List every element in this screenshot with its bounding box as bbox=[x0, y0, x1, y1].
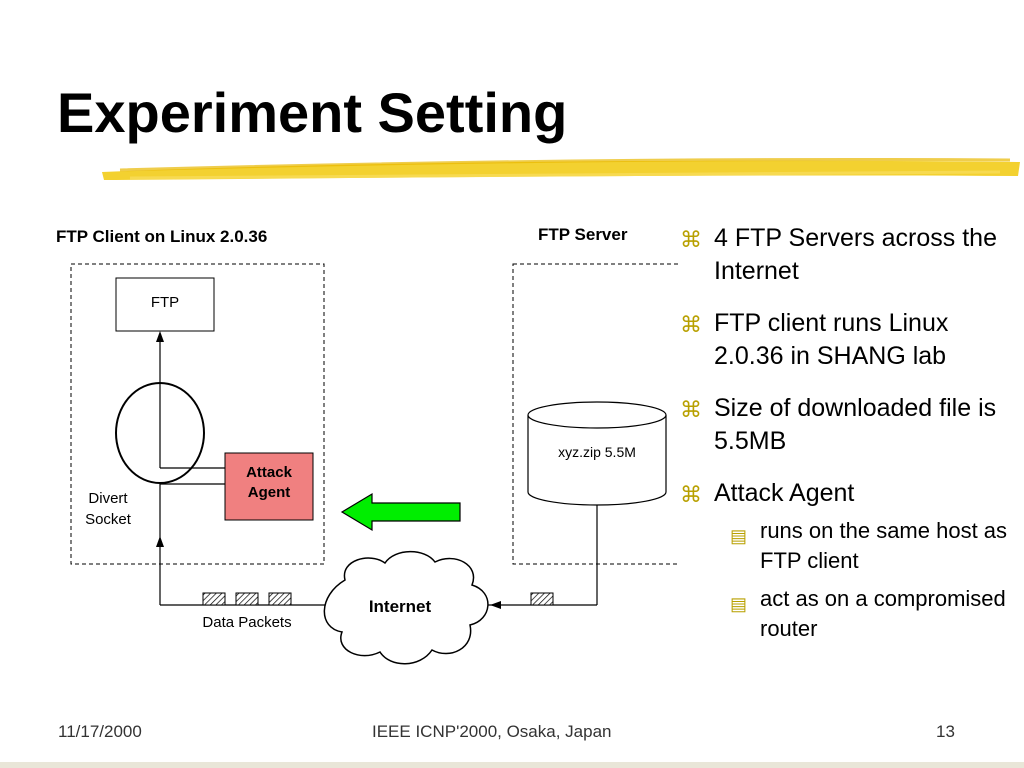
data-packet bbox=[530, 592, 554, 606]
bullet-item: ⌘ FTP client runs Linux 2.0.36 in SHANG l… bbox=[680, 307, 1020, 373]
attack-agent-label-1: Attack bbox=[246, 464, 293, 481]
bullet-icon: ⌘ bbox=[680, 227, 702, 252]
internet-cloud bbox=[323, 550, 489, 665]
server-label: FTP Server bbox=[538, 225, 628, 244]
bullet-icon: ⌘ bbox=[680, 397, 702, 422]
sub-bullet-item: ▤ act as on a compromised router bbox=[714, 584, 1020, 644]
data-packets-label: Data Packets bbox=[202, 614, 291, 631]
divert-label-1: Divert bbox=[88, 490, 128, 507]
bottom-bar bbox=[0, 762, 1024, 768]
file-label: xyz.zip 5.5M bbox=[558, 444, 636, 460]
divert-label-2: Socket bbox=[85, 511, 132, 528]
server-host-box bbox=[512, 263, 680, 565]
attack-agent-label-2: Agent bbox=[248, 484, 291, 501]
notepad-icon: ▤ bbox=[730, 594, 748, 614]
attack-direction-arrow bbox=[340, 492, 461, 532]
data-packet bbox=[202, 592, 226, 606]
sub-bullet-list: ▤ runs on the same host as FTP client ▤ ac… bbox=[714, 516, 1020, 644]
bullet-item: ⌘ Size of downloaded file is 5.5MB bbox=[680, 392, 1020, 458]
attack-agent-box bbox=[224, 452, 314, 521]
arrowhead-internet bbox=[490, 601, 501, 609]
data-packet bbox=[235, 592, 259, 606]
slide-title: Experiment Setting bbox=[57, 81, 568, 144]
client-host-box bbox=[70, 263, 325, 565]
bullet-icon: ⌘ bbox=[680, 312, 702, 337]
sub-bullet-text: runs on the same host as FTP client bbox=[760, 518, 1008, 573]
client-label: FTP Client on Linux 2.0.36 bbox=[56, 227, 267, 246]
footer-conference: IEEE ICNP'2000, Osaka, Japan bbox=[372, 722, 612, 741]
bullet-item: ⌘ 4 FTP Servers across the Internet bbox=[680, 222, 1020, 288]
bullet-icon: ⌘ bbox=[680, 482, 702, 507]
bullet-text: Attack Agent bbox=[714, 479, 855, 507]
notepad-icon: ▤ bbox=[730, 526, 748, 546]
bullet-text: Size of downloaded file is 5.5MB bbox=[714, 394, 997, 455]
bullet-text: 4 FTP Servers across the Internet bbox=[714, 224, 997, 285]
footer-page-number: 13 bbox=[936, 722, 955, 741]
ftp-box-label: FTP bbox=[151, 294, 179, 311]
internet-label: Internet bbox=[369, 597, 432, 616]
network-diagram: FTP Client on Linux 2.0.36 FTP Server FT… bbox=[56, 225, 680, 665]
sub-bullet-item: ▤ runs on the same host as FTP client bbox=[714, 516, 1020, 576]
bullet-text: FTP client runs Linux 2.0.36 in SHANG la… bbox=[714, 309, 949, 370]
sub-bullet-text: act as on a compromised router bbox=[760, 586, 1006, 641]
bullet-item: ⌘ Attack Agent ▤ runs on the same host as … bbox=[680, 477, 1020, 644]
data-packet bbox=[268, 592, 292, 606]
arrowhead-divert bbox=[156, 536, 164, 547]
footer-date: 11/17/2000 bbox=[58, 722, 142, 741]
ftp-box bbox=[115, 277, 215, 332]
server-database bbox=[527, 401, 667, 506]
title-underline bbox=[102, 157, 1020, 180]
bullet-list: ⌘ 4 FTP Servers across the Internet ⌘ FTP … bbox=[680, 222, 1020, 663]
arrowhead-ftp bbox=[156, 331, 164, 342]
